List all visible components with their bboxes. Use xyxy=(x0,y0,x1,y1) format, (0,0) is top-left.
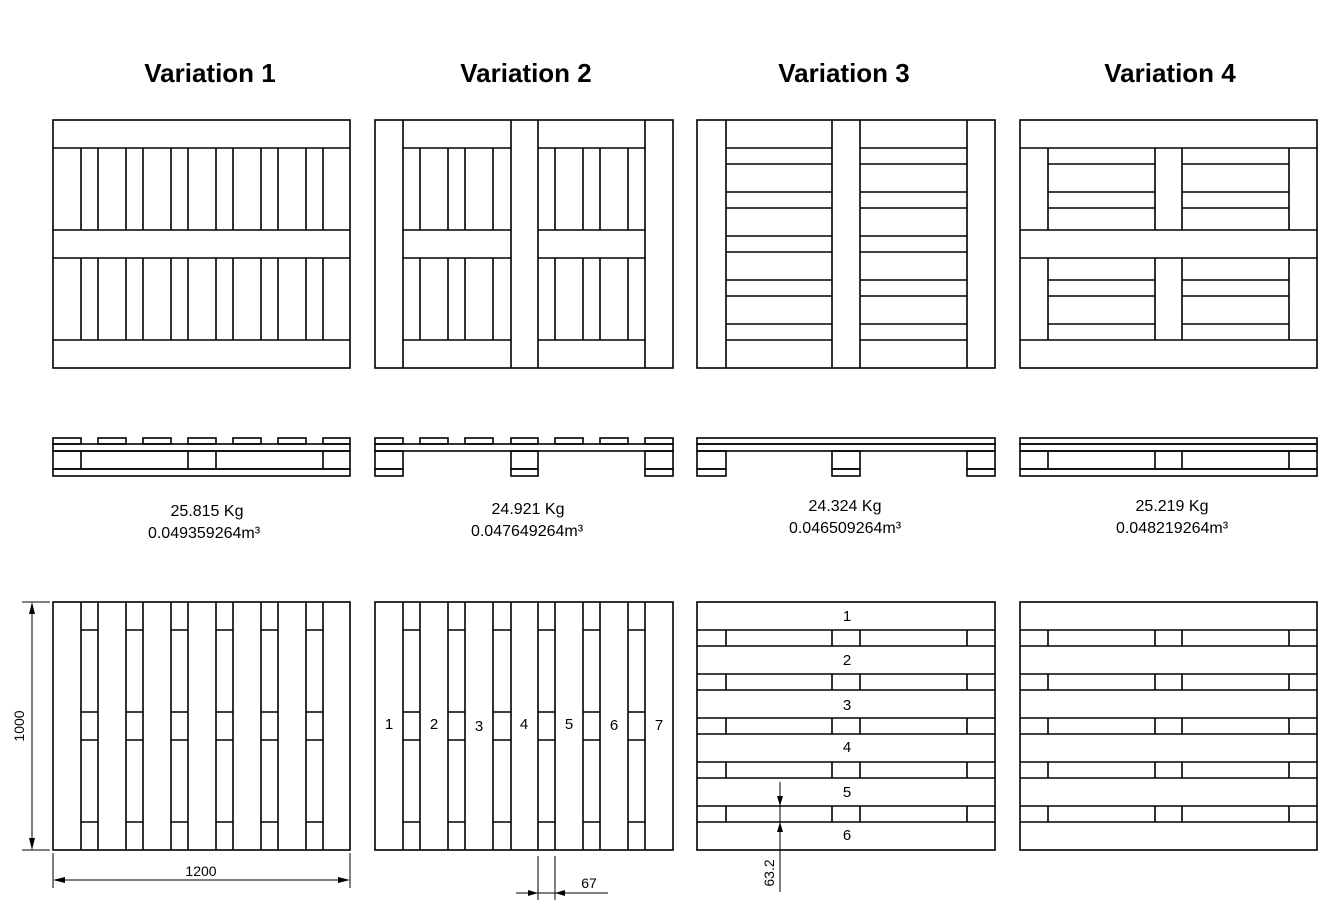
variation-1-top-view xyxy=(52,119,351,369)
dimension-board-width xyxy=(516,856,608,900)
variation-3-side-view xyxy=(696,437,996,477)
dimension-board-thickness-label: 63.2 xyxy=(761,859,777,886)
board-number-v2-1: 1 xyxy=(385,716,393,733)
variation-2-volume: 0.047649264m³ xyxy=(471,523,584,540)
variation-1-volume: 0.049359264m³ xyxy=(148,525,261,542)
variation-4-weight: 25.219 Kg xyxy=(1136,498,1209,515)
dimension-board-thickness xyxy=(777,782,783,892)
board-number-v2-6: 6 xyxy=(610,717,618,734)
variation-2-weight: 24.921 Kg xyxy=(492,501,565,518)
variation-4-top-view xyxy=(1019,119,1318,369)
board-number-v2-7: 7 xyxy=(655,717,663,734)
variation-4-bottom-view xyxy=(1019,601,1318,851)
variation-3-volume: 0.046509264m³ xyxy=(789,520,902,537)
variation-4-volume: 0.048219264m³ xyxy=(1116,520,1229,537)
board-number-v3-1: 1 xyxy=(843,608,851,625)
board-number-v3-6: 6 xyxy=(843,827,851,844)
board-number-v3-4: 4 xyxy=(843,739,851,756)
variation-2-top-view xyxy=(374,119,674,369)
variation-1-title: Variation 1 xyxy=(144,58,276,88)
variation-1-side-view xyxy=(52,437,351,477)
variation-4-side-view xyxy=(1019,437,1318,477)
dimension-width xyxy=(22,601,50,851)
board-number-v3-2: 2 xyxy=(843,652,851,669)
variation-3-weight: 24.324 Kg xyxy=(809,498,882,515)
variation-2-side-view xyxy=(374,437,674,477)
variation-3-top-view xyxy=(696,119,996,369)
board-number-v2-2: 2 xyxy=(430,716,438,733)
board-number-v2-3: 3 xyxy=(475,718,483,735)
dimension-board-width-label: 67 xyxy=(581,875,597,891)
board-number-v3-5: 5 xyxy=(843,784,851,801)
board-number-v2-4: 4 xyxy=(520,716,528,733)
dimension-length-label: 1200 xyxy=(185,863,216,879)
dimension-width-label: 1000 xyxy=(11,710,27,741)
variation-2-title: Variation 2 xyxy=(460,58,592,88)
variation-1-weight: 25.815 Kg xyxy=(171,503,244,520)
variation-2-bottom-view xyxy=(374,601,674,851)
dimension-length xyxy=(52,853,351,888)
variation-3-bottom-view xyxy=(696,601,996,851)
board-number-v2-5: 5 xyxy=(565,716,573,733)
board-number-v3-3: 3 xyxy=(843,697,851,714)
variation-1-bottom-view xyxy=(52,601,351,851)
variation-3-title: Variation 3 xyxy=(778,58,910,88)
variation-4-title: Variation 4 xyxy=(1104,58,1236,88)
